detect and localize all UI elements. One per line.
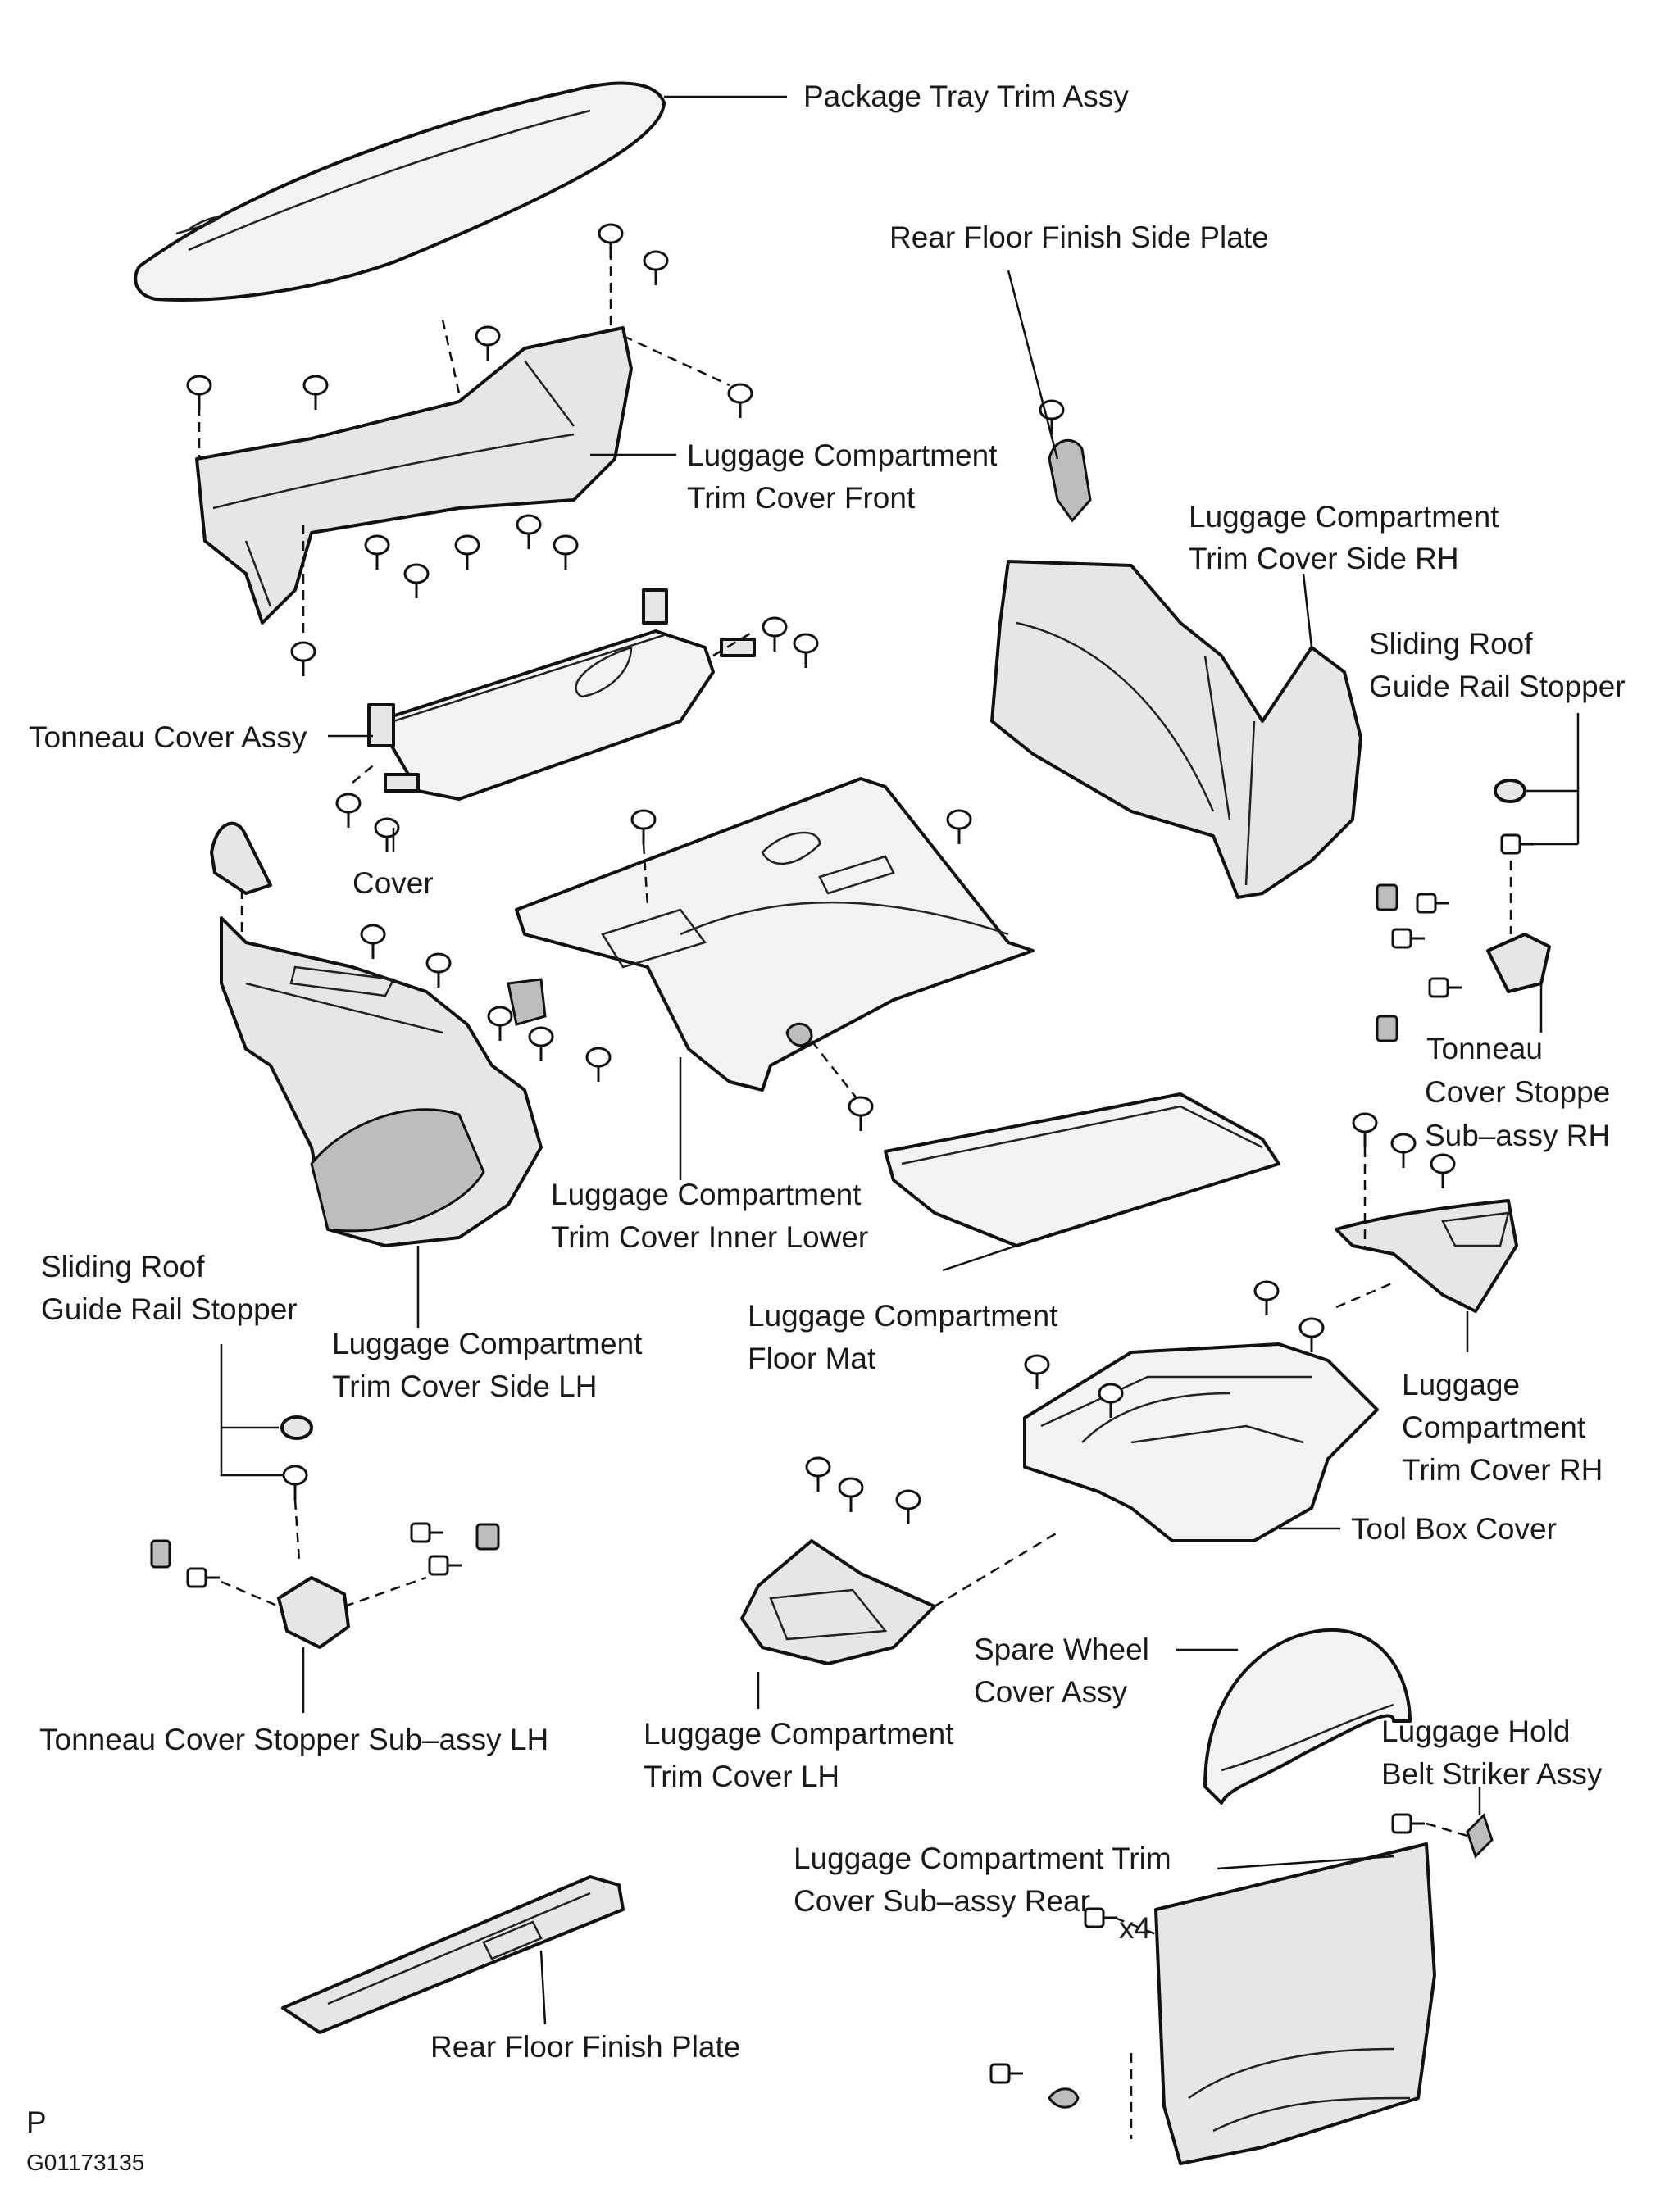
label-rear-floor-side-plate: Rear Floor Finish Side Plate [889,220,1269,254]
package-tray-trim-assy [134,81,666,302]
label-trim-rh-line2: Compartment [1402,1410,1586,1444]
label-cover: Cover [352,866,434,900]
trim-cover-lh [740,1456,1058,1665]
tonneau-cover-stopper-lh [150,1522,500,1649]
label-belt-striker-line1: Luggage Hold [1381,1715,1570,1748]
label-stopper-lh-line1: Sliding Roof [41,1250,205,1283]
label-stopper-lh-line2: Guide Rail Stopper [41,1292,298,1326]
label-tonneau-cover: Tonneau Cover Assy [29,720,307,754]
label-trim-rear-line2: Cover Sub–assy Rear [794,1884,1090,1918]
label-tool-box: Tool Box Cover [1351,1512,1557,1546]
label-package-tray: Package Tray Trim Assy [803,79,1129,113]
label-quantity: x4 [1119,1911,1151,1945]
trim-cover-rh [1335,1112,1518,1313]
tool-box-cover [1023,1280,1394,1542]
label-trim-rear-line1: Luggage Compartment Trim [794,1842,1171,1875]
label-inner-lower-line1: Luggage Compartment [551,1178,862,1211]
trim-cover-side-rh [990,560,1362,899]
label-stopper-rh-line2: Guide Rail Stopper [1369,670,1626,703]
label-tonneau-stopper-rh-line2: Cover Stoppe [1425,1075,1610,1109]
label-floor-mat-line2: Floor Mat [748,1342,876,1375]
trim-cover-sub-assy-rear [989,1842,1436,2165]
label-trim-side-lh-line2: Trim Cover Side LH [332,1369,597,1403]
label-figure-code: G01173135 [26,2150,144,2175]
tonneau-cover-assy [335,588,819,854]
tonneau-cover-stopper-rh [1376,861,1551,1042]
trim-cover-inner-lower [515,777,1035,1133]
label-tonneau-stopper-rh-line1: Tonneau [1426,1032,1543,1065]
leader-lines [302,95,1543,2025]
label-trim-side-rh-line2: Trim Cover Side RH [1189,542,1459,575]
spare-wheel-cover-assy [1203,1628,1412,1805]
part-labels: Package Tray Trim Assy Rear Floor Finish… [26,79,1626,2175]
label-trim-lh-line1: Luggage Compartment [644,1717,954,1751]
label-floor-mat-line1: Luggage Compartment [748,1299,1058,1333]
trim-cover-front [186,223,753,678]
label-trim-rh-line3: Trim Cover RH [1402,1453,1603,1487]
label-stopper-rh-line1: Sliding Roof [1369,627,1533,661]
label-tonneau-stopper-lh: Tonneau Cover Stopper Sub–assy LH [39,1723,548,1756]
label-spare-wheel-line1: Spare Wheel [974,1633,1149,1666]
label-belt-striker-line2: Belt Striker Assy [1381,1757,1603,1791]
label-spare-wheel-line2: Cover Assy [974,1675,1128,1709]
luggage-hold-belt-striker [1391,1813,1494,1859]
label-inner-lower-line2: Trim Cover Inner Lower [551,1220,868,1254]
rear-floor-finish-side-plate [1039,399,1092,523]
sliding-roof-stopper-rh [1494,713,1580,855]
luggage-compartment-floor-mat [884,1092,1280,1247]
label-tonneau-stopper-rh-line3: Sub–assy RH [1425,1119,1610,1152]
label-trim-front-line1: Luggage Compartment [687,438,998,472]
label-rear-floor-plate: Rear Floor Finish Plate [430,2030,740,2064]
side-trim-corner-piece [210,821,272,942]
label-corner-letter: P [26,2105,47,2139]
label-trim-side-lh-line1: Luggage Compartment [332,1327,643,1360]
label-trim-lh-line2: Trim Cover LH [644,1760,839,1793]
trim-cover-side-lh [220,916,612,1247]
label-trim-side-rh-line1: Luggage Compartment [1189,500,1499,534]
label-trim-front-line2: Trim Cover Front [687,481,916,515]
sliding-roof-stopper-lh [220,1344,313,1562]
label-trim-rh-line1: Luggage [1402,1368,1520,1401]
rear-floor-finish-plate [281,1875,625,2034]
